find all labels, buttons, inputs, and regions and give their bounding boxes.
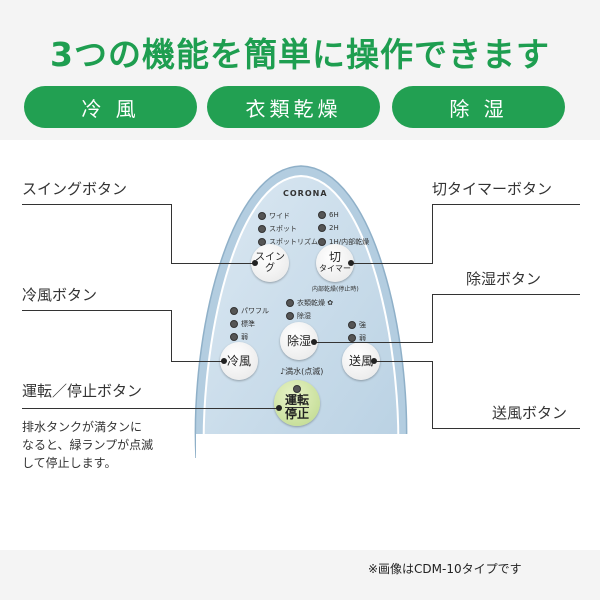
led-2h: 2H <box>318 224 339 232</box>
tank-full-label: ♪満水(点滅) <box>280 367 324 376</box>
callout-dehumidify: 除湿ボタン <box>466 270 542 288</box>
callout-fan: 送風ボタン <box>492 404 568 422</box>
callout-line <box>22 408 278 409</box>
mode-laundry-pill: 衣類乾燥 <box>207 86 380 128</box>
callout-cool-air: 冷風ボタン <box>22 286 98 304</box>
callout-line <box>22 310 172 311</box>
led-fan-weak: 弱 <box>348 333 366 343</box>
timer-sub-label: 内部乾燥(停止時) <box>312 286 359 293</box>
callout-dot <box>221 358 227 364</box>
led-icon <box>230 333 238 341</box>
callout-line <box>171 204 172 263</box>
led-icon <box>230 320 238 328</box>
led-icon <box>318 238 326 246</box>
callout-line <box>171 263 254 264</box>
led-1h: 1H/内部乾燥 <box>318 237 369 247</box>
callout-line <box>171 361 223 362</box>
callout-line <box>22 204 172 205</box>
led-6h: 6H <box>318 211 339 219</box>
model-note: ※画像はCDM-10タイプです <box>368 562 522 576</box>
callout-line <box>432 204 433 263</box>
led-icon <box>348 334 356 342</box>
led-fan-strong: 強 <box>348 320 366 330</box>
brand-logo: CORONA <box>283 189 328 198</box>
led-standard: 標準 <box>230 319 255 329</box>
led-icon <box>293 385 301 393</box>
callout-dot <box>371 358 377 364</box>
callout-dot <box>311 339 317 345</box>
callout-swing: スイングボタン <box>22 180 128 198</box>
callout-line <box>432 428 580 429</box>
run-stop-description: 排水タンクが満タンに なると、緑ランプが点滅 して停止します。 <box>22 420 154 470</box>
led-icon <box>258 212 266 220</box>
callout-run-stop: 運転／停止ボタン <box>22 382 143 400</box>
callout-dot <box>276 405 282 411</box>
led-powerful: パワフル <box>230 306 269 316</box>
callout-line <box>432 204 580 205</box>
remote-control-illustration <box>194 165 408 458</box>
led-icon <box>286 312 294 320</box>
callout-line <box>373 361 433 362</box>
led-icon <box>318 224 326 232</box>
callout-line <box>432 294 433 342</box>
callout-line <box>432 361 433 428</box>
mode-dehumidify-pill: 除 湿 <box>392 86 565 128</box>
callout-off-timer: 切タイマーボタン <box>432 180 553 198</box>
led-icon <box>258 225 266 233</box>
mode-cool-pill: 冷 風 <box>24 86 197 128</box>
led-icon <box>318 211 326 219</box>
headline: 3つの機能を簡単に操作できます <box>50 35 550 74</box>
callout-line <box>171 310 172 361</box>
led-icon <box>348 321 356 329</box>
callout-line <box>313 342 433 343</box>
led-icon <box>286 299 294 307</box>
led-spot: スポット <box>258 224 297 234</box>
callout-line <box>432 294 580 295</box>
led-weak: 弱 <box>230 332 248 342</box>
off-timer-button[interactable]: 切タイマー <box>316 244 354 282</box>
led-icon <box>230 307 238 315</box>
callout-dot <box>252 260 258 266</box>
run-stop-button[interactable]: 運転 停止 <box>274 380 320 426</box>
led-laundry: 衣類乾燥 ✿ <box>286 298 333 308</box>
led-dehumidify: 除湿 <box>286 311 311 321</box>
callout-line <box>350 263 433 264</box>
led-wide: ワイド <box>258 211 290 221</box>
callout-dot <box>348 260 354 266</box>
